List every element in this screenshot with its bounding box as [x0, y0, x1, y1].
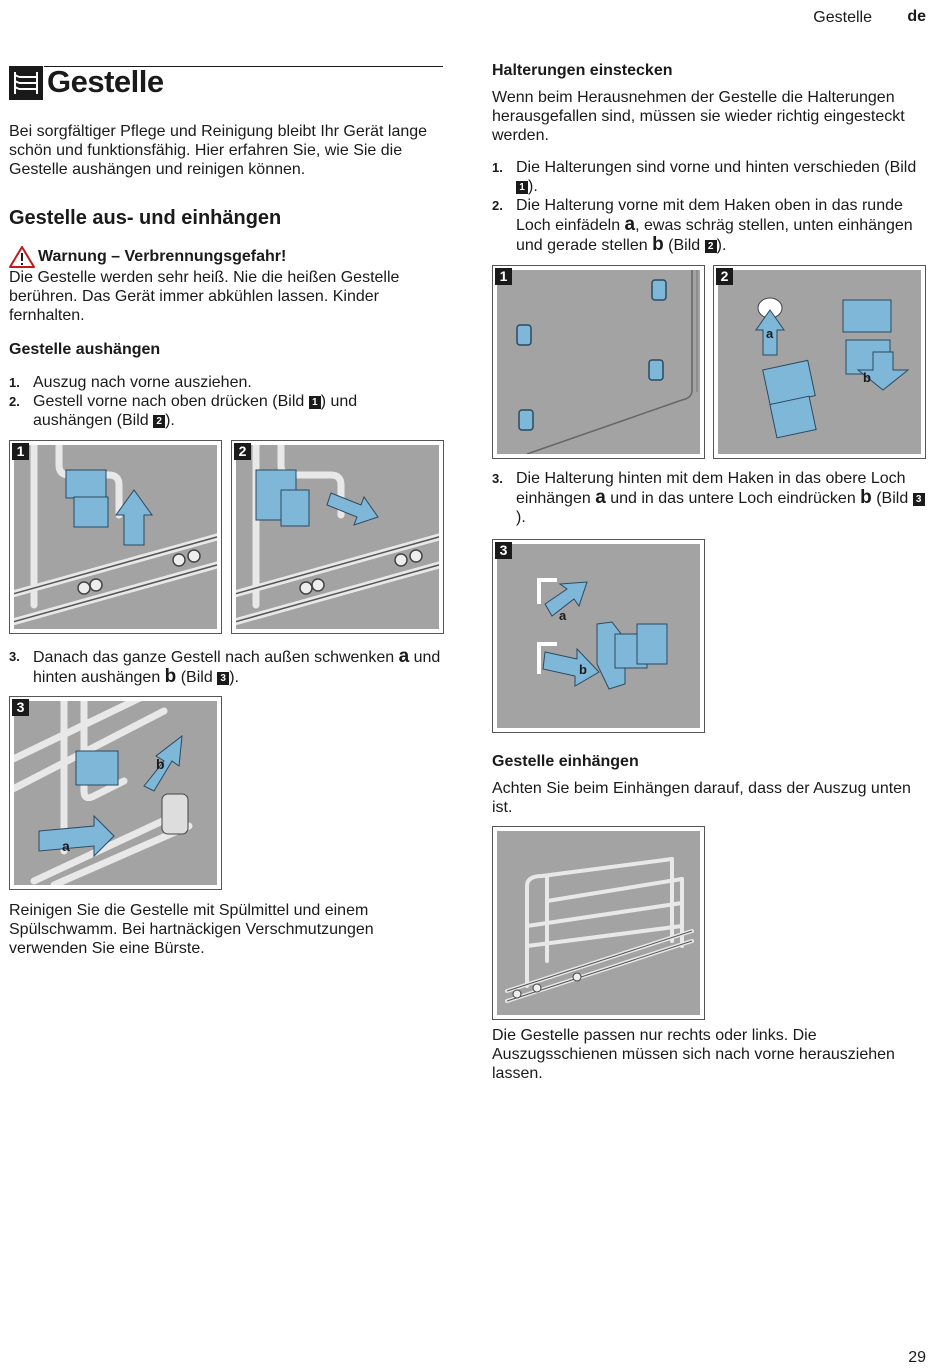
- header-language: de: [907, 8, 926, 25]
- figure-remove-2: 2: [231, 440, 444, 634]
- list-item-text: Gestell vorne nach oben drücken (Bild 1)…: [33, 392, 439, 430]
- warning-title-row: Warnung – Verbrennungsgefahr!: [9, 246, 449, 268]
- section-heading-aus-einhaengen: Gestelle aus- und einhängen: [9, 207, 282, 229]
- text-run: und in das untere Loch eindrücken: [605, 490, 861, 507]
- callout-b: b: [579, 662, 587, 677]
- cleaning-text: Reinigen Sie die Gestelle mit Spülmittel…: [9, 902, 374, 957]
- text-run: (Bild: [176, 669, 218, 686]
- list-item-text: Die Halterung vorne mit dem Haken oben i…: [516, 196, 927, 255]
- text-run: (Bild: [663, 237, 705, 254]
- figure-number: 1: [12, 443, 29, 460]
- holders-heading: Halterungen einstecken: [492, 62, 673, 79]
- list-item-text: Die Halterungen sind vorne und hinten ve…: [516, 158, 927, 196]
- page-title: Gestelle: [47, 64, 164, 99]
- figure-illustration: [497, 831, 700, 1015]
- list-item: 1. Auszug nach vorne ausziehen.: [9, 373, 439, 392]
- text-run: ) und aushängen (Bild: [33, 393, 358, 429]
- list-item: 2. Gestell vorne nach oben drücken (Bild…: [9, 392, 439, 430]
- figure-ref-badge: 3: [912, 493, 925, 506]
- figure-number: 1: [495, 268, 512, 285]
- insert-note: Die Gestelle passen nur rechts oder link…: [492, 1027, 895, 1082]
- insert-heading: Gestelle einhängen: [492, 753, 639, 770]
- figure-ref-badge: 3: [217, 672, 230, 685]
- page-number: 29: [908, 1349, 926, 1366]
- warning-block: Warnung – Verbrennungsgefahr! Die Gestel…: [9, 246, 449, 325]
- list-number: 3.: [492, 471, 503, 486]
- figure-number: 3: [495, 542, 512, 559]
- figure-holders-1: 1: [492, 265, 705, 459]
- label-letter: b: [164, 666, 177, 687]
- text-run: Die Halterungen sind vorne und hinten ve…: [516, 159, 917, 176]
- warning-text: Die Gestelle werden sehr heiß. Nie die h…: [9, 269, 400, 324]
- figure-illustration: [497, 270, 700, 454]
- figure-illustration: [14, 445, 217, 629]
- figure-remove-3: a b 3: [9, 696, 222, 890]
- callout-b: b: [863, 370, 871, 385]
- callout-b: b: [156, 756, 165, 772]
- figure-ref-badge: 1: [308, 396, 321, 409]
- figure-illustration: a b: [497, 544, 700, 728]
- header-section-title: Gestelle: [813, 9, 872, 26]
- figure-number: 3: [12, 699, 29, 716]
- intro-text: Bei sorgfältiger Pflege und Reinigung bl…: [9, 123, 428, 178]
- callout-a: a: [62, 838, 70, 854]
- rack-icon: [9, 66, 43, 100]
- holders-intro: Wenn beim Herausnehmen der Gestelle die …: [492, 89, 905, 144]
- warning-triangle-icon: [9, 246, 35, 268]
- list-item: 2. Die Halterung vorne mit dem Haken obe…: [492, 196, 927, 255]
- text-run: , ewas schräg stellen, unten einhängen u…: [516, 217, 913, 254]
- label-letter: a: [398, 646, 410, 667]
- figure-illustration: [236, 445, 439, 629]
- figure-ref-badge: 2: [153, 415, 166, 428]
- insert-text: Achten Sie beim Einhängen darauf, dass d…: [492, 780, 911, 816]
- label-letter: a: [595, 487, 606, 508]
- figure-ref-badge: 1: [516, 181, 528, 194]
- text-run: Die Halterung vorne mit dem Haken oben i…: [516, 197, 903, 234]
- list-number: 1.: [492, 160, 503, 175]
- figure-illustration: a b: [718, 270, 921, 454]
- text-run: Die Halterung hinten mit dem Haken in da…: [516, 470, 906, 507]
- text-run: ).: [516, 509, 526, 526]
- remove-heading: Gestelle aushängen: [9, 341, 161, 358]
- text-run: ).: [528, 178, 538, 195]
- text-run: (Bild: [871, 490, 913, 507]
- text-run: Danach das ganze Gestell nach außen schw…: [33, 649, 399, 666]
- list-item-text: Die Halterung hinten mit dem Haken in da…: [516, 469, 927, 527]
- figure-holders-3: a b 3: [492, 539, 705, 733]
- figure-rack: [492, 826, 705, 1020]
- callout-a: a: [766, 326, 774, 341]
- text-run: ).: [165, 412, 175, 429]
- list-number: 3.: [9, 649, 20, 664]
- callout-a: a: [559, 608, 567, 623]
- figure-illustration: a b: [14, 701, 217, 885]
- list-number: 2.: [492, 198, 503, 213]
- list-item-text: Danach das ganze Gestell nach außen schw…: [33, 647, 449, 687]
- figure-number: 2: [234, 443, 251, 460]
- warning-title: Warnung – Verbrennungsgefahr!: [38, 248, 287, 265]
- text-run: ).: [716, 237, 727, 254]
- figure-holders-2: a b 2: [713, 265, 926, 459]
- figure-number: 2: [716, 268, 733, 285]
- list-number: 2.: [9, 394, 20, 409]
- text-run: und hinten aushängen: [33, 649, 441, 686]
- text-run: ).: [229, 669, 239, 686]
- label-letter: a: [624, 214, 636, 235]
- list-item: 3. Danach das ganze Gestell nach außen s…: [9, 647, 449, 687]
- figure-remove-1: 1: [9, 440, 222, 634]
- list-item: 3. Die Halterung hinten mit dem Haken in…: [492, 469, 927, 527]
- label-letter: b: [652, 234, 664, 255]
- text-run: Gestell vorne nach oben drücken (Bild: [33, 393, 309, 410]
- figure-ref-badge: 2: [704, 240, 717, 253]
- title-rule: [44, 66, 443, 67]
- label-letter: b: [860, 487, 872, 508]
- list-item: 1. Die Halterungen sind vorne und hinten…: [492, 158, 927, 196]
- list-number: 1.: [9, 375, 20, 390]
- list-item-text: Auszug nach vorne ausziehen.: [33, 374, 252, 391]
